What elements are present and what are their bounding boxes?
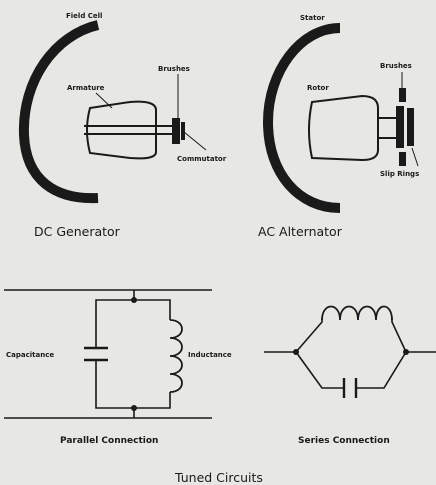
- parallel-caption: Parallel Connection: [60, 436, 158, 446]
- ac-slip-ring-1: [396, 106, 404, 148]
- ac-rotor: [308, 94, 379, 162]
- dc-armature-leader: [95, 92, 113, 109]
- dc-brushes-label: Brushes: [158, 65, 190, 73]
- parallel-loop-wire: [95, 299, 171, 409]
- tuned-circuits-title: Tuned Circuits: [174, 470, 263, 485]
- dc-armature: [86, 100, 157, 160]
- ac-slip-ring-2: [407, 108, 414, 146]
- series-connection: Series Connection: [264, 305, 436, 446]
- dc-commutator-block: [181, 122, 185, 140]
- dc-commutator-leader: [183, 131, 207, 151]
- dc-brushes-block: [172, 118, 180, 144]
- dc-generator-caption: DC Generator: [34, 224, 121, 239]
- dc-commutator-label: Commutator: [177, 155, 227, 163]
- parallel-inductance-label: Inductance: [188, 351, 232, 359]
- ac-stator-label: Stator: [300, 14, 325, 22]
- dc-field-coil: [18, 20, 100, 204]
- series-top-branch: [295, 318, 407, 353]
- ac-alternator: Stator Rotor Brushes Slip Rings AC Alter…: [258, 14, 419, 239]
- ac-slip-rings-label: Slip Rings: [380, 170, 419, 178]
- parallel-inductor-coil: [169, 319, 183, 393]
- parallel-capacitance-label: Capacitance: [6, 351, 54, 359]
- ac-rotor-label: Rotor: [307, 84, 329, 92]
- dc-field-cell-label: Field Cell: [66, 12, 102, 20]
- series-caption: Series Connection: [298, 436, 390, 446]
- series-bottom-branch: [295, 351, 407, 389]
- ac-brush-top: [399, 88, 406, 102]
- parallel-connection: Capacitance Inductance Parallel Connecti…: [4, 289, 232, 446]
- ac-alternator-caption: AC Alternator: [258, 224, 343, 239]
- ac-brushes-label: Brushes: [380, 62, 412, 70]
- dc-armature-label: Armature: [67, 84, 105, 92]
- dc-generator: Field Cell Armature Brushes Commutator D…: [18, 12, 227, 239]
- series-inductor-coil: [321, 305, 393, 321]
- ac-slip-rings-leader: [411, 147, 419, 167]
- ac-brush-bottom: [399, 152, 406, 166]
- ac-stator-coil: [262, 23, 341, 213]
